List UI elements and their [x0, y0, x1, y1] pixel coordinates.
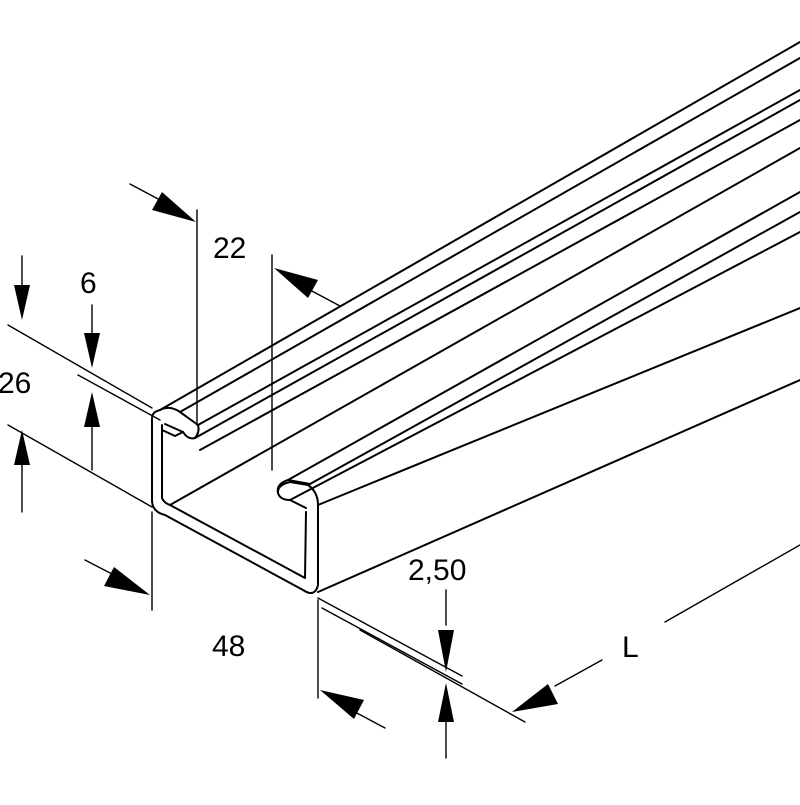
lip-arrow-top: [84, 333, 100, 368]
lip-extension: [77, 374, 161, 421]
edge-left-lip-tip: [197, 89, 800, 426]
length-dim-line: [554, 659, 603, 687]
dimension-length: L: [359, 544, 800, 723]
length-arrow: [512, 684, 558, 712]
dimension-lip-depth: 6: [77, 267, 161, 471]
height-label: 26: [0, 367, 31, 400]
thickness-arrow-bottom: [438, 683, 454, 722]
width-dim-line-left: [84, 559, 113, 575]
slot-arrow-left: [152, 192, 196, 222]
thickness-extension-outer: [317, 597, 463, 677]
dimension-slot-opening: 22: [129, 183, 341, 471]
edge-left-lip-top: [159, 41, 800, 411]
thickness-label: 2,50: [408, 554, 466, 587]
edge-right-lip-top-2: [309, 211, 800, 485]
profile-inner-outline: [161, 424, 307, 579]
profile-left-lip-inner: [161, 429, 184, 437]
edge-right-lip-under: [289, 231, 800, 501]
dimension-height: 26: [0, 255, 153, 513]
thickness-extension-inner: [321, 607, 463, 685]
height-arrow-top: [14, 285, 30, 320]
dimension-width: 48: [84, 511, 386, 729]
slot-dim-line-right: [309, 289, 341, 307]
edge-left-lip-top-2: [179, 57, 800, 413]
edge-right-lip-top: [287, 191, 800, 481]
edge-left-inner-wall: [199, 119, 800, 451]
lip-arrow-bottom: [84, 392, 100, 427]
height-extension-top: [7, 324, 153, 409]
edge-bottom-outer: [317, 379, 800, 593]
width-dim-line-right: [354, 711, 386, 729]
thickness-arrow-top: [438, 630, 454, 672]
height-arrow-bottom: [14, 430, 30, 465]
lip-depth-label: 6: [80, 267, 97, 300]
width-label: 48: [212, 630, 245, 663]
slot-arrow-right: [274, 268, 318, 298]
width-arrow-left: [104, 567, 150, 595]
width-arrow-right: [320, 690, 364, 719]
height-extension-bottom: [7, 424, 153, 508]
edge-inner-corner: [169, 147, 800, 506]
profile-left-lip: [159, 406, 200, 440]
edge-left-lip-under: [194, 99, 800, 439]
dimension-thickness: 2,50: [317, 554, 466, 759]
edge-right-outer: [317, 307, 800, 506]
length-extension: [359, 629, 526, 723]
length-label: L: [622, 631, 639, 664]
length-extension-end: [664, 544, 800, 623]
slot-dim-line-left: [129, 183, 161, 201]
rail-long-edges: [159, 41, 800, 593]
slot-opening-label: 22: [213, 232, 246, 265]
